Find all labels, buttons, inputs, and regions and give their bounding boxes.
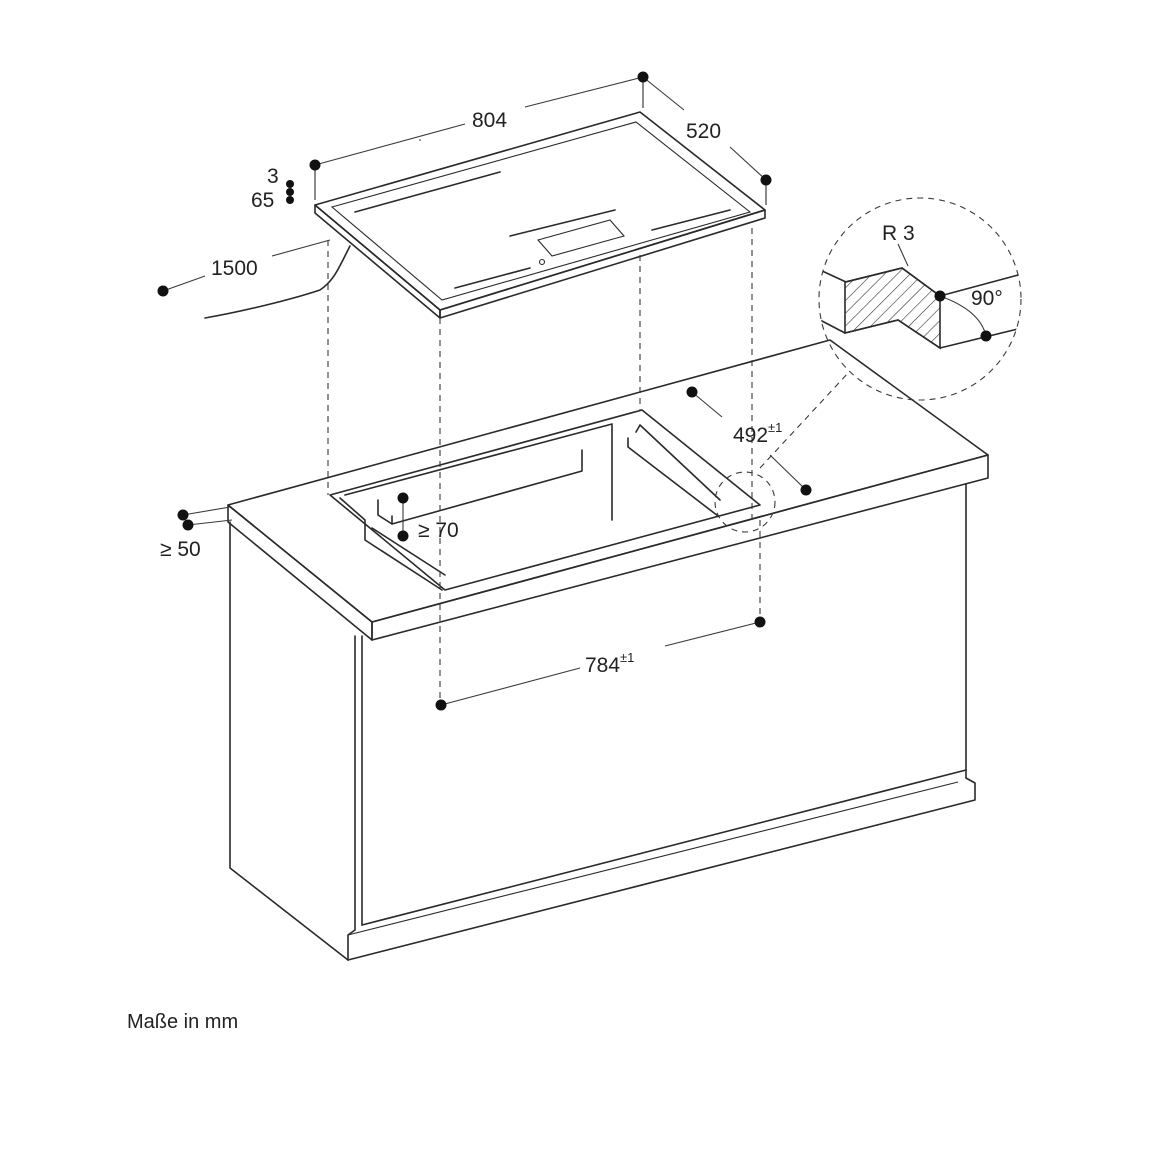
cabinet-front-right <box>347 483 976 961</box>
detail-section-hatched <box>844 267 941 350</box>
cooktop <box>204 111 766 319</box>
cooktop-zone-front <box>454 267 531 289</box>
dimension-lines <box>162 76 807 706</box>
cabinet-door-bottom <box>361 769 967 926</box>
depth-label: 520 <box>686 120 721 143</box>
min-side-distance-label: ≥ 70 <box>418 519 459 542</box>
countertop-top <box>227 339 989 623</box>
plinth-line <box>347 781 959 936</box>
cabinet-left-side <box>229 521 349 961</box>
cutout-back-ledge-left <box>377 499 393 525</box>
cooktop-left-edge <box>314 204 441 319</box>
cooktop-power-icon <box>538 258 546 266</box>
cutout-width-label: 784±1 <box>585 650 634 677</box>
cooktop-zone-back-left <box>354 171 501 213</box>
angle-label: 90° <box>971 287 1003 310</box>
cutout-depth-label: 492±1 <box>733 420 782 447</box>
cutout-opening <box>329 409 761 591</box>
cable-length-label: 1500 <box>211 257 258 280</box>
glass-thickness-label: 3 <box>267 165 279 188</box>
cooktop-front-edge <box>439 209 766 319</box>
min-front-distance-label: ≥ 50 <box>160 538 201 561</box>
projection-lines <box>327 228 850 705</box>
power-cable <box>204 245 351 319</box>
cooktop-zone-right <box>651 209 731 231</box>
cabinet-front-left <box>347 635 356 961</box>
edge-detail <box>818 197 1022 401</box>
width-label: 804 <box>472 109 507 132</box>
countertop-front-edge <box>371 454 989 641</box>
units-caption: Maße in mm <box>127 1011 238 1033</box>
cutout-right-ledge <box>627 437 719 517</box>
height-label: 65 <box>251 189 274 212</box>
cooktop-vent-grille <box>537 219 625 257</box>
cutout-back-ledge <box>391 449 583 525</box>
countertop-left-edge <box>227 504 373 641</box>
cooktop-zone-middle <box>509 209 616 237</box>
cabinet <box>227 339 989 961</box>
cutout <box>329 409 761 591</box>
dimension-dots <box>157 71 992 711</box>
radius-label: R 3 <box>882 222 915 245</box>
cutout-back-wall <box>344 423 613 521</box>
cutout-left-wall <box>339 497 443 591</box>
cutout-right-ledge-top <box>635 424 721 501</box>
detail-circle <box>818 197 1022 401</box>
cutout-left-ledge <box>371 527 446 576</box>
cooktop-inner-frame <box>330 121 752 301</box>
